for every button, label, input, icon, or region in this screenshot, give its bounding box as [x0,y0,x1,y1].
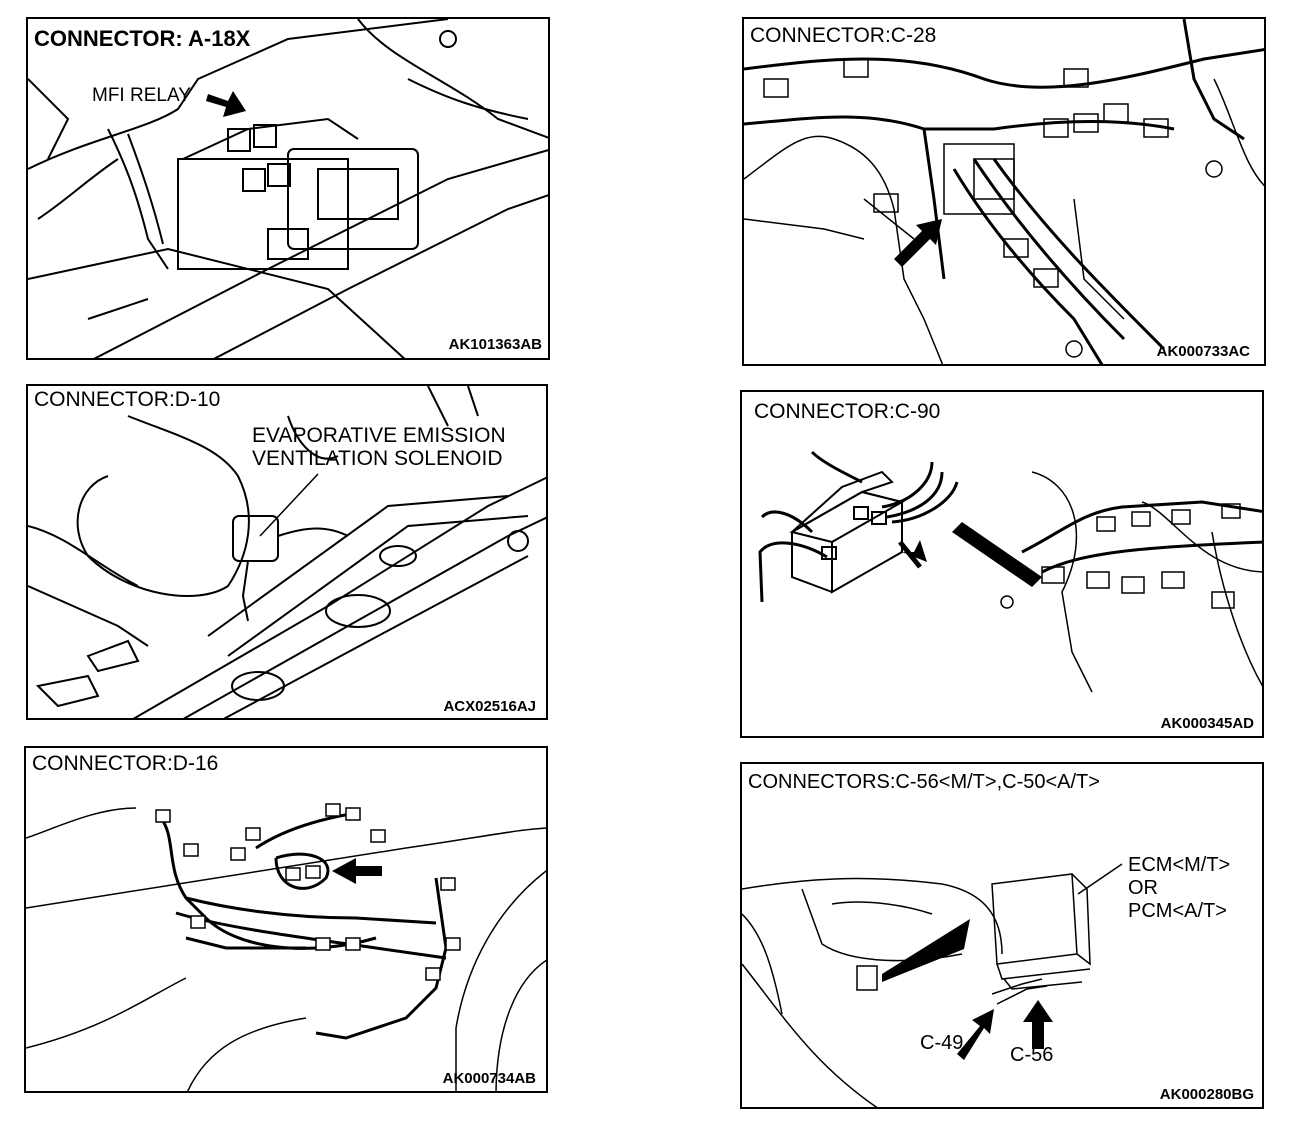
panel-connector-d10: CONNECTOR:D-10 EVAPORATIVE EMISSION VENT… [26,384,548,720]
figure-code: ACX02516AJ [443,698,536,715]
ecm-label-line1: ECM<M/T> [1128,854,1231,876]
panel-connectors-c56-c50: CONNECTORS:C-56<M/T>,C-50<A/T> ECM<M/T> … [740,762,1264,1109]
c56-label: C-56 [1010,1044,1054,1066]
panel-title: CONNECTOR:C-28 [750,24,937,47]
engine-relay-box-illustration [28,19,548,358]
evap-solenoid-illustration [28,386,546,718]
figure-code: AK000733AC [1156,343,1250,360]
figure-code: AK000345AD [1160,715,1254,732]
connector-c90-illustration [758,450,1262,693]
figure-code: AK000734AB [442,1070,536,1087]
figure-code: AK101363AB [448,336,542,353]
panel-title: CONNECTORS:C-56<M/T>,C-50<A/T> [748,771,1100,793]
ecm-label-line2: OR [1128,877,1158,899]
ecm-connector-illustration [742,863,1123,1107]
evap-label-line1: EVAPORATIVE EMISSION [252,424,506,447]
panel-title: CONNECTOR:D-10 [34,388,221,411]
dashboard-harness-illustration [744,19,1264,364]
panel-connector-c28: CONNECTOR:C-28 AK000733AC [742,17,1266,366]
evap-label-line2: VENTILATION SOLENOID [252,447,503,470]
panel-connector-d16: CONNECTOR:D-16 AK000734AB [24,746,548,1093]
panel-title: CONNECTOR: A-18X [34,26,251,51]
ecm-label-line3: PCM<A/T> [1128,900,1227,922]
panel-connector-c90: CONNECTOR:C-90 AK000345AD [740,390,1264,738]
rear-harness-illustration [26,803,546,1091]
figure-code: AK000280BG [1159,1086,1254,1103]
panel-connector-a18x: CONNECTOR: A-18X MFI RELAY AK101363AB [26,17,550,360]
panel-title: CONNECTOR:D-16 [32,752,219,775]
mfi-relay-label: MFI RELAY [92,85,191,106]
panel-title: CONNECTOR:C-90 [754,400,941,423]
c49-label: C-49 [920,1032,964,1054]
